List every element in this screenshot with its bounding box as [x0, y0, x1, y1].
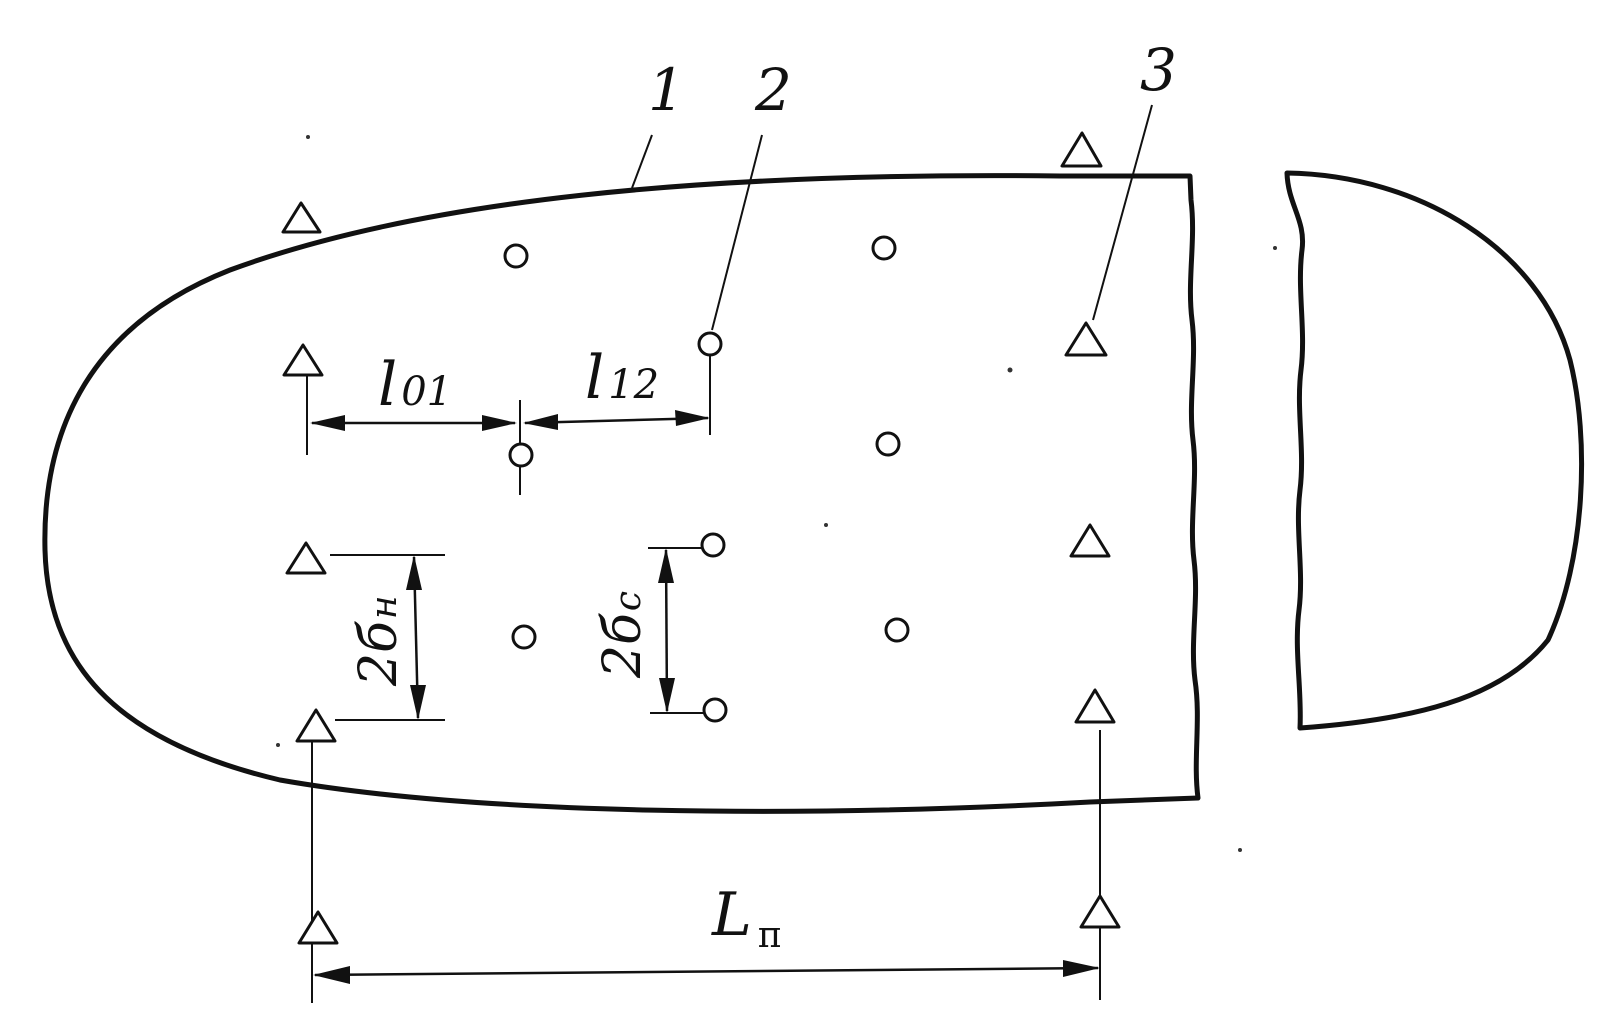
- callout-label-2: 2: [754, 56, 792, 124]
- triangle-marker: [295, 708, 337, 743]
- triangle-marker: [285, 541, 327, 575]
- arrow-bc-top: [658, 548, 674, 583]
- triangle-marker: [281, 201, 322, 234]
- circle-marker: [503, 243, 529, 269]
- speck: [276, 743, 280, 747]
- secondary-contour: [1284, 170, 1585, 731]
- arrow-lp-left: [313, 966, 350, 984]
- callout-label-1: 1: [648, 56, 685, 124]
- circle-marker: [875, 431, 901, 457]
- dim-label-bn-sub: н: [364, 595, 405, 619]
- dim-label-bc-sub: c: [608, 591, 649, 611]
- callout-label-3: 3: [1140, 36, 1177, 104]
- leader-line-3: [1092, 104, 1153, 321]
- triangle-marker: [1079, 894, 1121, 929]
- circle-marker: [511, 624, 537, 650]
- speck: [1273, 246, 1277, 250]
- circle-marker: [871, 235, 897, 261]
- circle-marker: [702, 697, 728, 723]
- triangle-marker: [297, 910, 339, 945]
- dim-label-l01-main: l: [378, 350, 397, 420]
- triangle-marker: [1074, 688, 1116, 724]
- speck: [1007, 367, 1013, 373]
- dim-label-bc: 2бc: [593, 591, 653, 679]
- triangle-marker: [282, 343, 324, 377]
- dim-label-bc-main: 2б: [593, 613, 653, 679]
- main-contour: [42, 173, 1201, 814]
- arrow-l12-left: [523, 414, 558, 430]
- dim-line-lp: [314, 966, 1099, 977]
- arrow-l12-right: [675, 410, 710, 426]
- leader-line-2: [711, 134, 763, 331]
- arrow-bn-top: [406, 555, 422, 590]
- arrow-lp-right: [1063, 960, 1100, 977]
- dim-label-l12-sub: 12: [608, 362, 659, 408]
- leader-line-1: [631, 134, 653, 189]
- triangle-marker: [1060, 131, 1103, 168]
- dim-label-lp-sub: п: [758, 915, 782, 956]
- dim-label-bn-main: 2б: [349, 621, 409, 687]
- speck: [306, 135, 310, 139]
- triangle-marker: [1069, 523, 1111, 558]
- dim-label-bn: 2бн: [349, 595, 409, 687]
- arrow-l01-right: [482, 415, 517, 431]
- triangle-marker: [1064, 321, 1108, 357]
- dim-label-l01-sub: 01: [401, 369, 452, 415]
- circle-marker: [697, 331, 723, 357]
- arrow-bn-bottom: [410, 685, 426, 720]
- circle-marker: [700, 532, 726, 558]
- arrow-l01-left: [310, 415, 345, 431]
- dim-label-l12-main: l: [585, 343, 604, 413]
- dim-label-lp-main: L: [711, 880, 752, 950]
- speck: [824, 523, 828, 527]
- arrow-bc-bottom: [659, 678, 675, 713]
- speck: [1238, 848, 1242, 852]
- circle-marker: [884, 617, 910, 643]
- circle-marker: [508, 442, 534, 468]
